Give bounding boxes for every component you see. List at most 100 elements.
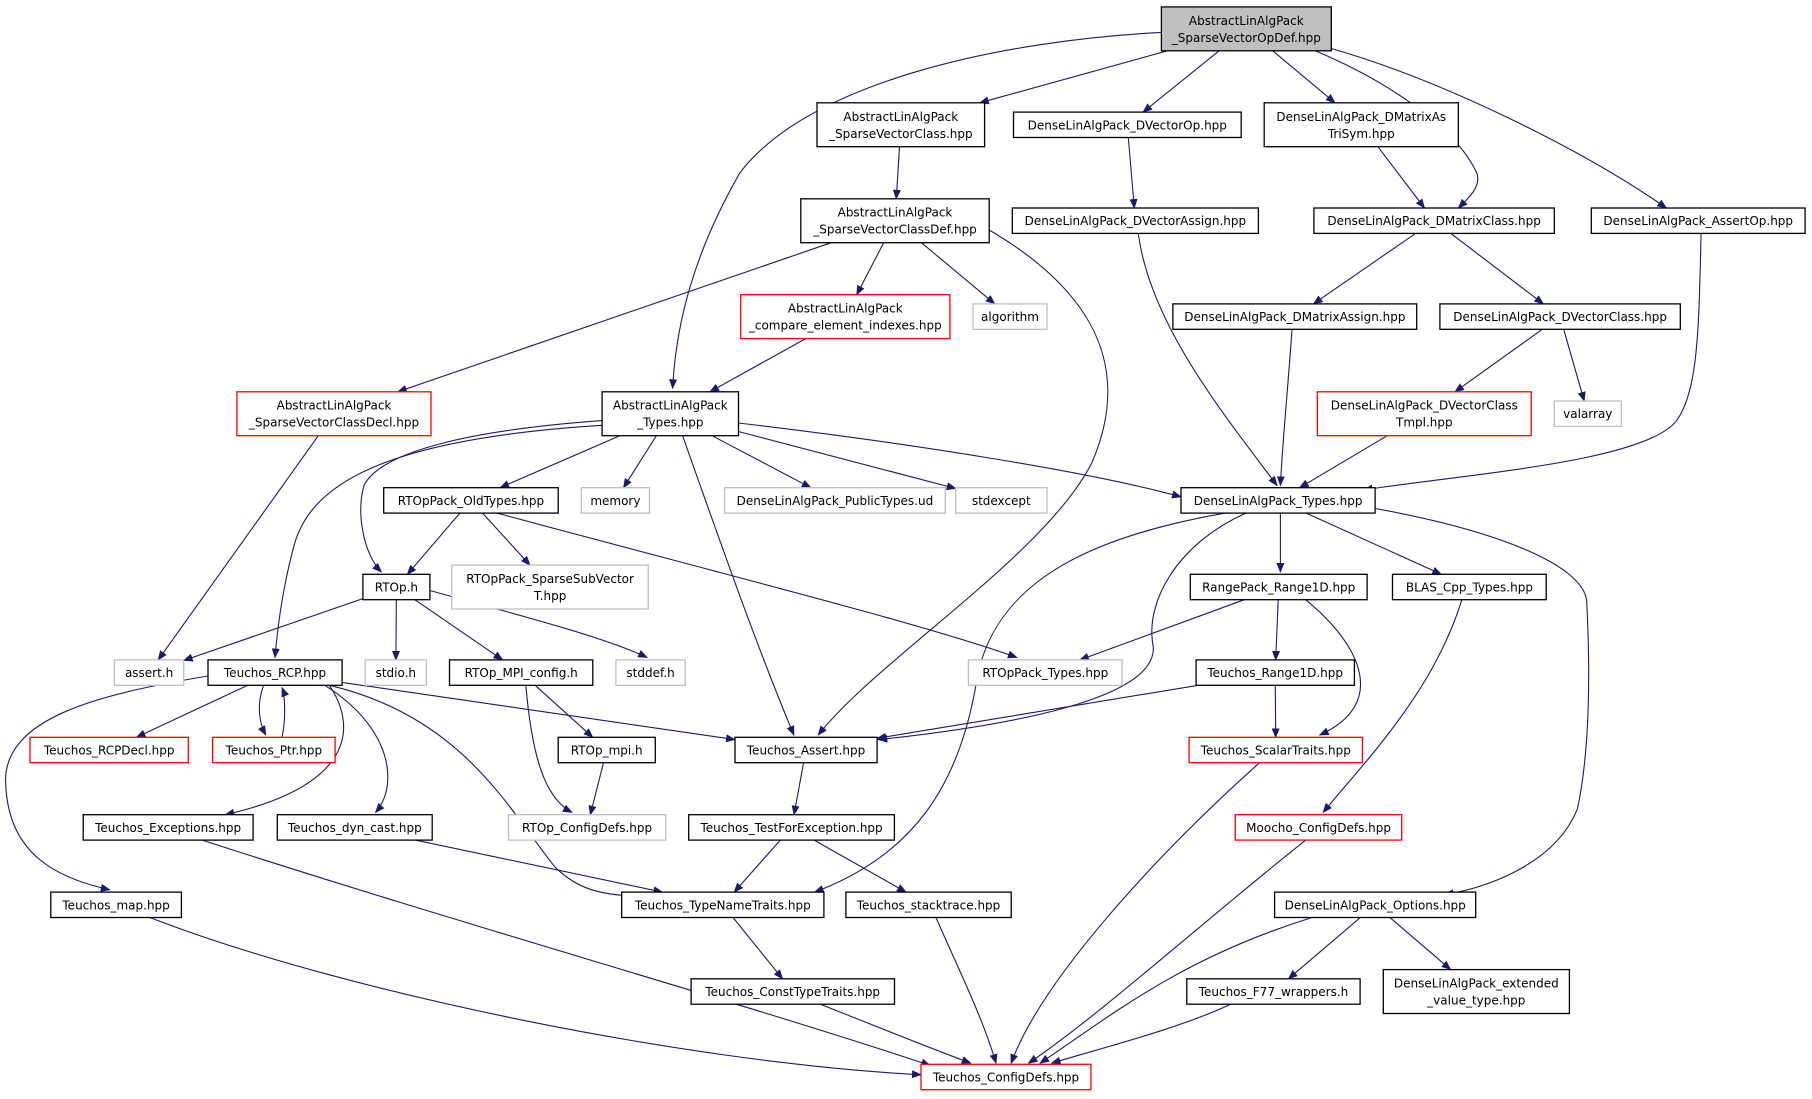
file-node-n13[interactable]: AbstractLinAlgPack_Types.hpp [601,391,740,437]
dependency-edge [738,422,1182,499]
node-label: DenseLinAlgPack_PublicTypes.ud [737,494,934,508]
edge-n42-to-n49 [150,917,922,1079]
node-box [690,978,896,1005]
file-node-n5[interactable]: DenseLinAlgPack_DVectorAssign.hpp [1011,207,1260,235]
file-node-n1[interactable]: AbstractLinAlgPack_SparseVectorClass.hpp [816,102,986,148]
file-node-n43[interactable]: Teuchos_TypeNameTraits.hpp [621,891,825,919]
node-label: AbstractLinAlgPack [843,110,958,124]
node-box [580,487,651,514]
node-label: Teuchos_stacktrace.hpp [856,898,1001,912]
node-box [1188,736,1364,764]
file-node-n45[interactable]: DenseLinAlgPack_Options.hpp [1273,891,1477,919]
dependency-edge [415,839,664,895]
file-node-n48[interactable]: DenseLinAlgPack_extended_value_type.hpp [1382,968,1571,1015]
node-label: Teuchos_RCP.hpp [223,666,326,680]
file-node-n31[interactable]: Teuchos_Range1D.hpp [1195,659,1356,686]
dependency-edge [1375,507,1590,898]
node-label: stdexcept [972,494,1031,508]
file-node-n2[interactable]: DenseLinAlgPack_DVectorOp.hpp [1012,111,1242,139]
node-box [211,736,336,764]
node-box [1263,102,1459,148]
dependency-edge [224,684,345,817]
file-node-n24[interactable]: BLAS_Cpp_Types.hpp [1391,573,1547,601]
node-box [615,659,686,686]
node-box [364,659,428,686]
dependency-edge [324,684,389,814]
file-node-n7[interactable]: DenseLinAlgPack_AssertOp.hpp [1590,207,1806,235]
file-node-n6[interactable]: DenseLinAlgPack_DMatrixClass.hpp [1313,207,1555,235]
node-box [236,391,432,437]
file-node-n10[interactable]: DenseLinAlgPack_DMatrixAssign.hpp [1172,303,1418,330]
edge-n37-to-n49 [202,839,932,1067]
edge-n40-to-n44 [813,839,907,893]
file-node-n0[interactable]: AbstractLinAlgPack_SparseVectorOpDef.hpp [1160,6,1332,52]
file-node-n38[interactable]: Teuchos_dyn_cast.hpp [276,814,433,841]
file-node-n46[interactable]: Teuchos_ConstTypeTraits.hpp [690,978,896,1005]
file-node-n28[interactable]: RTOp_MPI_config.h [448,659,594,686]
node-box [800,198,990,244]
node-label: Moocho_ConfigDefs.hpp [1246,821,1391,835]
edge-n10-to-n20 [1276,329,1293,487]
edge-n0-to-n7 [1331,47,1668,209]
edge-n0-to-n6 [1314,50,1479,209]
dependency-edge [5,675,209,892]
edge-n6-to-n10 [1312,232,1416,305]
node-box [1012,111,1242,139]
file-node-n47[interactable]: Teuchos_F77_wrappers.h [1186,978,1361,1005]
dependency-edge [1078,599,1245,661]
dependency-edge [1312,232,1416,305]
edge-n16-to-n22 [482,512,531,566]
node-box [1391,573,1547,601]
dependency-edge [1305,599,1361,736]
node-box [740,294,951,340]
dependency-edge [135,684,249,738]
file-node-n34[interactable]: RTOp_mpi.h [557,736,656,764]
file-node-n37[interactable]: Teuchos_Exceptions.hpp [82,814,254,841]
dependency-edge [257,685,267,736]
file-node-n19: stdexcept [955,487,1048,514]
node-box [448,659,594,686]
node-label: DenseLinAlgPack_DVectorOp.hpp [1028,118,1227,132]
file-node-n49[interactable]: Teuchos_ConfigDefs.hpp [920,1063,1092,1091]
node-label: _SparseVectorOpDef.hpp [1171,31,1321,45]
file-node-n20[interactable]: DenseLinAlgPack_Types.hpp [1180,487,1376,514]
dependency-edge [1362,233,1702,493]
file-node-n12[interactable]: AbstractLinAlgPack_SparseVectorClassDecl… [236,391,432,437]
file-node-n35[interactable]: Teuchos_Assert.hpp [734,736,878,764]
file-node-n44[interactable]: Teuchos_stacktrace.hpp [845,891,1012,919]
node-box [845,891,1012,919]
file-node-n8[interactable]: AbstractLinAlgPack_compare_element_index… [740,294,951,340]
edge-n4-to-n8 [856,242,885,296]
file-node-n21[interactable]: RTOp.h [362,573,431,601]
node-label: RTOp_mpi.h [571,744,643,758]
node-box [734,736,878,764]
file-node-n36[interactable]: Teuchos_ScalarTraits.hpp [1188,736,1364,764]
file-node-n42[interactable]: Teuchos_map.hpp [50,891,183,919]
file-node-n11[interactable]: DenseLinAlgPack_DVectorClass.hpp [1439,303,1681,330]
file-node-n30: RTOpPack_Types.hpp [967,659,1123,686]
node-label: Teuchos_ScalarTraits.hpp [1200,744,1351,758]
node-label: valarray [1563,407,1612,421]
edge-n31-to-n35 [876,684,1199,741]
node-box [1195,659,1356,686]
file-node-n41[interactable]: Moocho_ConfigDefs.hpp [1234,814,1403,841]
node-label: DenseLinAlgPack_DMatrixAssign.hpp [1184,310,1405,324]
edge-n24-to-n41 [1322,599,1463,814]
node-label: _SparseVectorClassDef.hpp [812,223,977,237]
file-node-n26[interactable]: Teuchos_RCP.hpp [207,659,343,686]
file-node-n4[interactable]: AbstractLinAlgPack_SparseVectorClassDef.… [800,198,990,244]
dependency-edge [813,839,907,893]
file-node-n40[interactable]: Teuchos_TestForException.hpp [688,814,896,841]
edge-n26-to-n42 [5,675,209,892]
file-node-n33[interactable]: Teuchos_Ptr.hpp [211,736,336,764]
node-box [1172,303,1418,330]
dependency-edge [1050,1003,1231,1065]
file-node-n32[interactable]: Teuchos_RCPDecl.hpp [29,736,189,764]
edge-n26-to-n43 [329,684,649,901]
file-node-n16[interactable]: RTOpPack_OldTypes.hpp [383,487,559,514]
node-label: AbstractLinAlgPack [277,399,392,413]
file-node-n23[interactable]: RangePack_Range1D.hpp [1189,573,1368,601]
